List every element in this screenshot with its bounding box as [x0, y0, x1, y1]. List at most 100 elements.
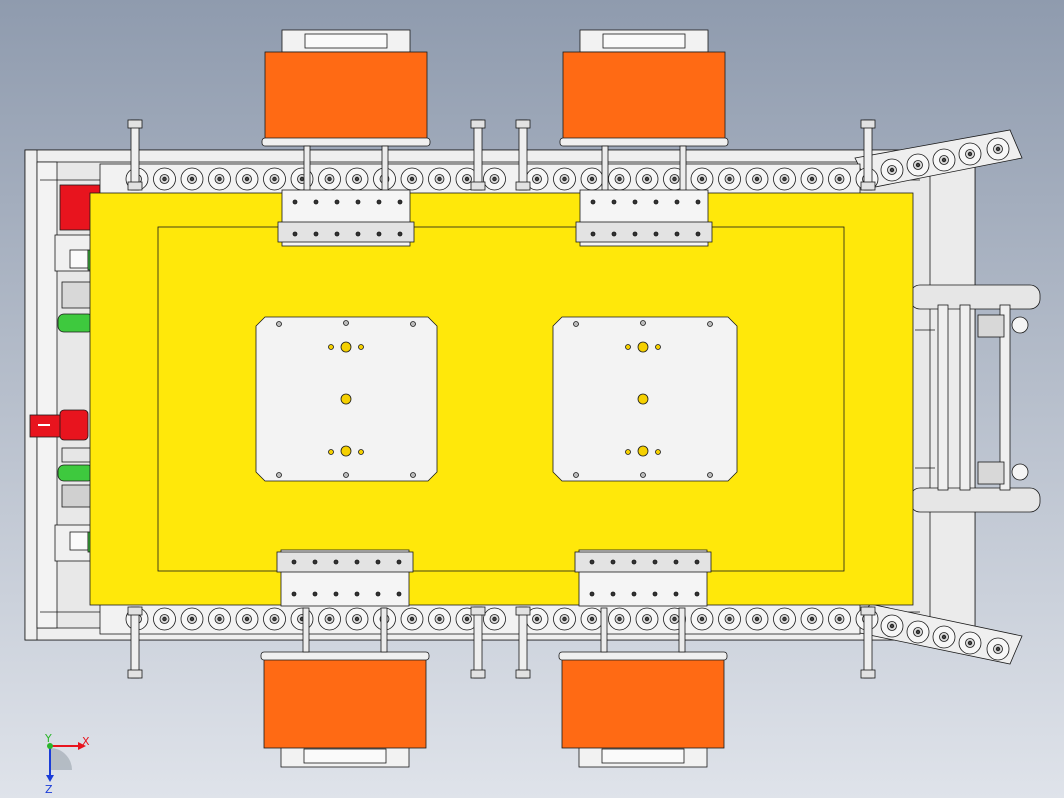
- roller: [525, 167, 549, 191]
- roller: [553, 167, 576, 191]
- guide-upright: [470, 606, 486, 679]
- mounting-hole: [410, 321, 416, 327]
- triad-x-label: X: [82, 735, 90, 748]
- roller: [800, 167, 824, 191]
- roller: [828, 607, 851, 631]
- locating-hole: [358, 344, 364, 350]
- locating-hole: [625, 344, 631, 350]
- locating-hole: [655, 344, 661, 350]
- roller: [828, 167, 851, 191]
- roller: [773, 607, 796, 631]
- roller: [745, 167, 769, 191]
- roller: [400, 607, 424, 631]
- roller: [290, 607, 314, 631]
- roller: [880, 614, 904, 638]
- guide-upright: [470, 119, 486, 191]
- roller: [718, 607, 741, 631]
- roller: [690, 607, 714, 631]
- roller: [690, 167, 714, 191]
- roller: [235, 167, 259, 191]
- roller: [906, 620, 930, 644]
- roller: [153, 167, 176, 191]
- yellow-pallet: [89, 192, 914, 606]
- mounting-hole: [343, 472, 349, 478]
- locating-pin-hole: [637, 341, 649, 353]
- guide-upright: [127, 119, 143, 191]
- locating-pin-hole: [340, 445, 352, 457]
- roller: [235, 607, 259, 631]
- mounting-hole: [573, 472, 579, 478]
- locating-hole: [655, 449, 661, 455]
- roller: [932, 625, 956, 649]
- roller: [400, 167, 424, 191]
- guide-upright: [860, 119, 876, 191]
- roller: [906, 153, 930, 177]
- mounting-hole: [640, 472, 646, 478]
- roller: [208, 607, 231, 631]
- triad-z-label: Z: [45, 783, 53, 796]
- roller: [608, 607, 631, 631]
- motor-unit-top: [261, 29, 431, 247]
- locating-hole: [625, 449, 631, 455]
- mounting-hole: [640, 320, 646, 326]
- coordinate-triad: Y X Z: [44, 732, 90, 796]
- mounting-hole: [707, 321, 713, 327]
- triad-y-label: Y: [44, 732, 52, 745]
- roller: [345, 167, 369, 191]
- locating-pin-hole: [637, 393, 649, 405]
- roller: [800, 607, 824, 631]
- roller: [958, 631, 982, 655]
- roller: [745, 607, 769, 631]
- motor-unit-bottom: [558, 549, 728, 768]
- motor-unit-top: [559, 29, 729, 247]
- roller: [608, 167, 631, 191]
- locating-hole: [358, 449, 364, 455]
- roller: [880, 158, 904, 182]
- mounting-hole: [276, 321, 282, 327]
- mounting-hole: [276, 472, 282, 478]
- roller: [318, 607, 341, 631]
- roller: [635, 167, 659, 191]
- roller: [263, 607, 286, 631]
- roller: [986, 137, 1010, 161]
- roller: [180, 167, 204, 191]
- roller: [428, 167, 451, 191]
- roller: [153, 607, 176, 631]
- roller: [553, 607, 576, 631]
- pallet-inner-frame: [157, 226, 845, 572]
- locating-hole: [328, 449, 334, 455]
- locating-pin-hole: [637, 445, 649, 457]
- roller: [483, 167, 506, 191]
- locating-hole: [328, 344, 334, 350]
- locating-pin-hole: [340, 393, 352, 405]
- motor-unit-bottom: [260, 549, 430, 768]
- roller: [635, 607, 659, 631]
- roller: [986, 637, 1010, 661]
- mounting-hole: [410, 472, 416, 478]
- roller: [958, 142, 982, 166]
- roller: [718, 167, 741, 191]
- roller: [580, 607, 604, 631]
- roller: [180, 607, 204, 631]
- roller: [318, 167, 341, 191]
- guide-upright: [860, 606, 876, 679]
- roller: [525, 607, 549, 631]
- roller: [773, 167, 796, 191]
- guide-upright: [515, 119, 531, 191]
- roller: [208, 167, 231, 191]
- roller: [580, 167, 604, 191]
- guide-upright: [127, 606, 143, 679]
- roller: [345, 607, 369, 631]
- mounting-hole: [707, 472, 713, 478]
- roller: [428, 607, 451, 631]
- right-side-assembly: [909, 284, 1041, 513]
- mounting-hole: [573, 321, 579, 327]
- roller: [263, 167, 286, 191]
- guide-upright: [515, 606, 531, 679]
- locating-pin-hole: [340, 341, 352, 353]
- mounting-hole: [343, 320, 349, 326]
- roller: [932, 148, 956, 172]
- roller: [483, 607, 506, 631]
